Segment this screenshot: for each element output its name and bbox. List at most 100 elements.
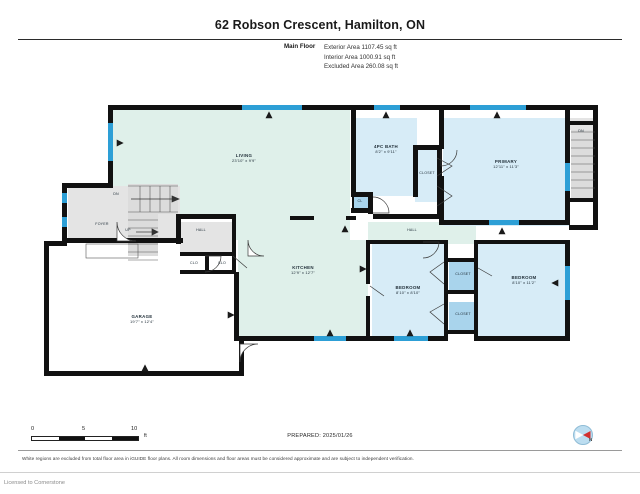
label-closet-bed-b: CLOSET — [455, 312, 471, 316]
label-clo-left: CLO — [190, 261, 198, 265]
label-foyer: FOYER — [95, 222, 109, 226]
wall-kitchen-bottom-b — [346, 336, 372, 341]
wall-primary-bottom-b — [519, 220, 569, 225]
wall-top-left — [108, 105, 242, 110]
wall-bedroom-b-left — [474, 240, 478, 341]
room-label-primary: PRIMARY 12'11" x 11'3" — [474, 159, 538, 170]
room-name-primary: PRIMARY — [494, 159, 518, 164]
closet-bath-fill — [415, 150, 439, 202]
wall-hall-left — [176, 214, 181, 244]
wall-living-hall-b — [290, 216, 314, 220]
wall-bath-left — [351, 105, 356, 197]
compass-north-label: N — [589, 437, 593, 442]
wall-kitchen-left — [234, 274, 238, 340]
room-bath-fill — [355, 118, 417, 196]
stair-dn-right-fill — [571, 128, 595, 198]
wall-kitchen-right-a — [366, 240, 370, 284]
wall-primary-right-b — [565, 191, 570, 225]
room-name-living: LIVING — [235, 153, 253, 158]
room-name-bedroom-b: BEDROOM — [511, 275, 537, 280]
area-list: Exterior Area 1107.45 sq ft Interior Are… — [324, 43, 398, 72]
window-foyer-b — [62, 217, 67, 227]
wall-closet-bath-top — [413, 145, 441, 150]
room-name-bedroom-a: BEDROOM — [395, 285, 421, 290]
wall-closet-bath-left — [413, 145, 418, 197]
wall-bedroom-b-right-b — [565, 300, 570, 341]
room-living-fill-2 — [235, 218, 350, 240]
window-foyer-a — [62, 193, 67, 203]
wall-living-hall-c — [346, 216, 356, 220]
room-label-bath: 4PC BATH 8'2" x 9'11" — [352, 144, 420, 155]
wall-foyer-bottom — [67, 238, 183, 243]
floor-label: Main Floor — [284, 43, 316, 50]
wall-kitchen-bottom-a — [234, 336, 314, 341]
wall-living-hall-a — [176, 214, 212, 219]
room-label-kitchen: KITCHEN 12'9" x 12'7" — [271, 265, 335, 276]
room-name-garage: GARAGE — [131, 314, 153, 319]
scale-unit: ft — [144, 433, 147, 439]
window-living-left — [108, 123, 113, 161]
label-clo-right: CLO — [218, 261, 226, 265]
label-cl: CL — [357, 199, 363, 203]
room-dim-bedroom-b: 8'10" x 11'2" — [512, 280, 536, 286]
room-garage-fill — [48, 256, 238, 374]
window-kitchen-bottom — [314, 336, 346, 341]
label-closet-bath: CLOSET — [419, 171, 435, 175]
room-name-kitchen: KITCHEN — [292, 265, 314, 270]
scale-tick-10: 10 — [131, 426, 138, 432]
window-primary-bottom — [489, 220, 519, 225]
wall-garage-left — [44, 241, 49, 376]
wall-primary-right-a — [565, 105, 570, 163]
header-divider — [18, 39, 622, 40]
window-primary-top — [470, 105, 526, 110]
room-dim-bedroom-a: 8'10" x 8'10" — [396, 290, 420, 296]
wall-top-mid — [302, 105, 354, 110]
wall-kitchen-left-upper — [232, 214, 236, 274]
label-hall-left: HALL — [196, 228, 206, 232]
wall-cl-left — [352, 196, 354, 210]
room-label-bedroom-a: BEDROOM 8'10" x 8'10" — [378, 285, 438, 296]
scale-tick-5: 5 — [82, 426, 86, 432]
room-bedroom-b-fill — [478, 244, 569, 338]
interior-area: Interior Area 1000.91 sq ft — [324, 53, 396, 61]
label-up-foyer: UP — [125, 228, 131, 232]
wall-top-bath-r — [400, 105, 470, 110]
room-dim-primary: 12'11" x 11'3" — [493, 164, 519, 170]
window-bedroom-a-bottom — [394, 336, 428, 341]
wall-bedroom-b-bottom — [474, 336, 570, 341]
footer-divider-2 — [0, 472, 640, 473]
room-primary-fill — [443, 118, 569, 226]
window-primary-right — [565, 163, 570, 191]
wall-bath-bottom-b — [373, 214, 441, 219]
page-title: 62 Robson Crescent, Hamilton, ON — [214, 18, 426, 32]
compass-icon: N — [572, 424, 594, 446]
wall-bedroom-b-top — [474, 240, 569, 244]
wall-closet-a-top — [444, 258, 478, 262]
wall-cl-right — [368, 192, 373, 214]
room-dim-garage: 19'7" x 12'4" — [130, 319, 154, 325]
wall-primary-left-a — [439, 105, 444, 149]
wall-garage-top-stub — [44, 241, 67, 246]
wall-garage-bottom — [44, 371, 244, 376]
wall-garage-right-lower — [239, 340, 244, 376]
room-label-living: LIVING 23'10" x 9'9" — [202, 153, 286, 164]
label-dn-foyer: DN — [113, 192, 119, 196]
wall-closet-divider — [444, 290, 478, 294]
scale-bar-graphic — [31, 436, 139, 441]
wall-bedroom-a-top — [370, 240, 448, 244]
wall-top-right — [526, 105, 598, 110]
wall-foyer-left-c — [62, 227, 67, 241]
wall-dn-head — [565, 121, 598, 125]
label-hall-right: HALL — [407, 228, 417, 232]
room-label-bedroom-b: BEDROOM 8'10" x 11'2" — [494, 275, 554, 286]
closet-bed-b-fill — [449, 302, 475, 330]
room-dim-living: 23'10" x 9'9" — [232, 158, 256, 164]
stair-dn-fill — [128, 184, 178, 214]
wall-clo-top — [180, 252, 236, 256]
window-bedroom-b-right — [565, 266, 570, 300]
licensed-text: Licensed to Cornerstone — [4, 480, 65, 486]
exterior-area: Exterior Area 1107.45 sq ft — [324, 44, 397, 51]
wall-left-upper-b — [108, 161, 113, 183]
wall-bedroom-b-right-a — [565, 240, 570, 266]
